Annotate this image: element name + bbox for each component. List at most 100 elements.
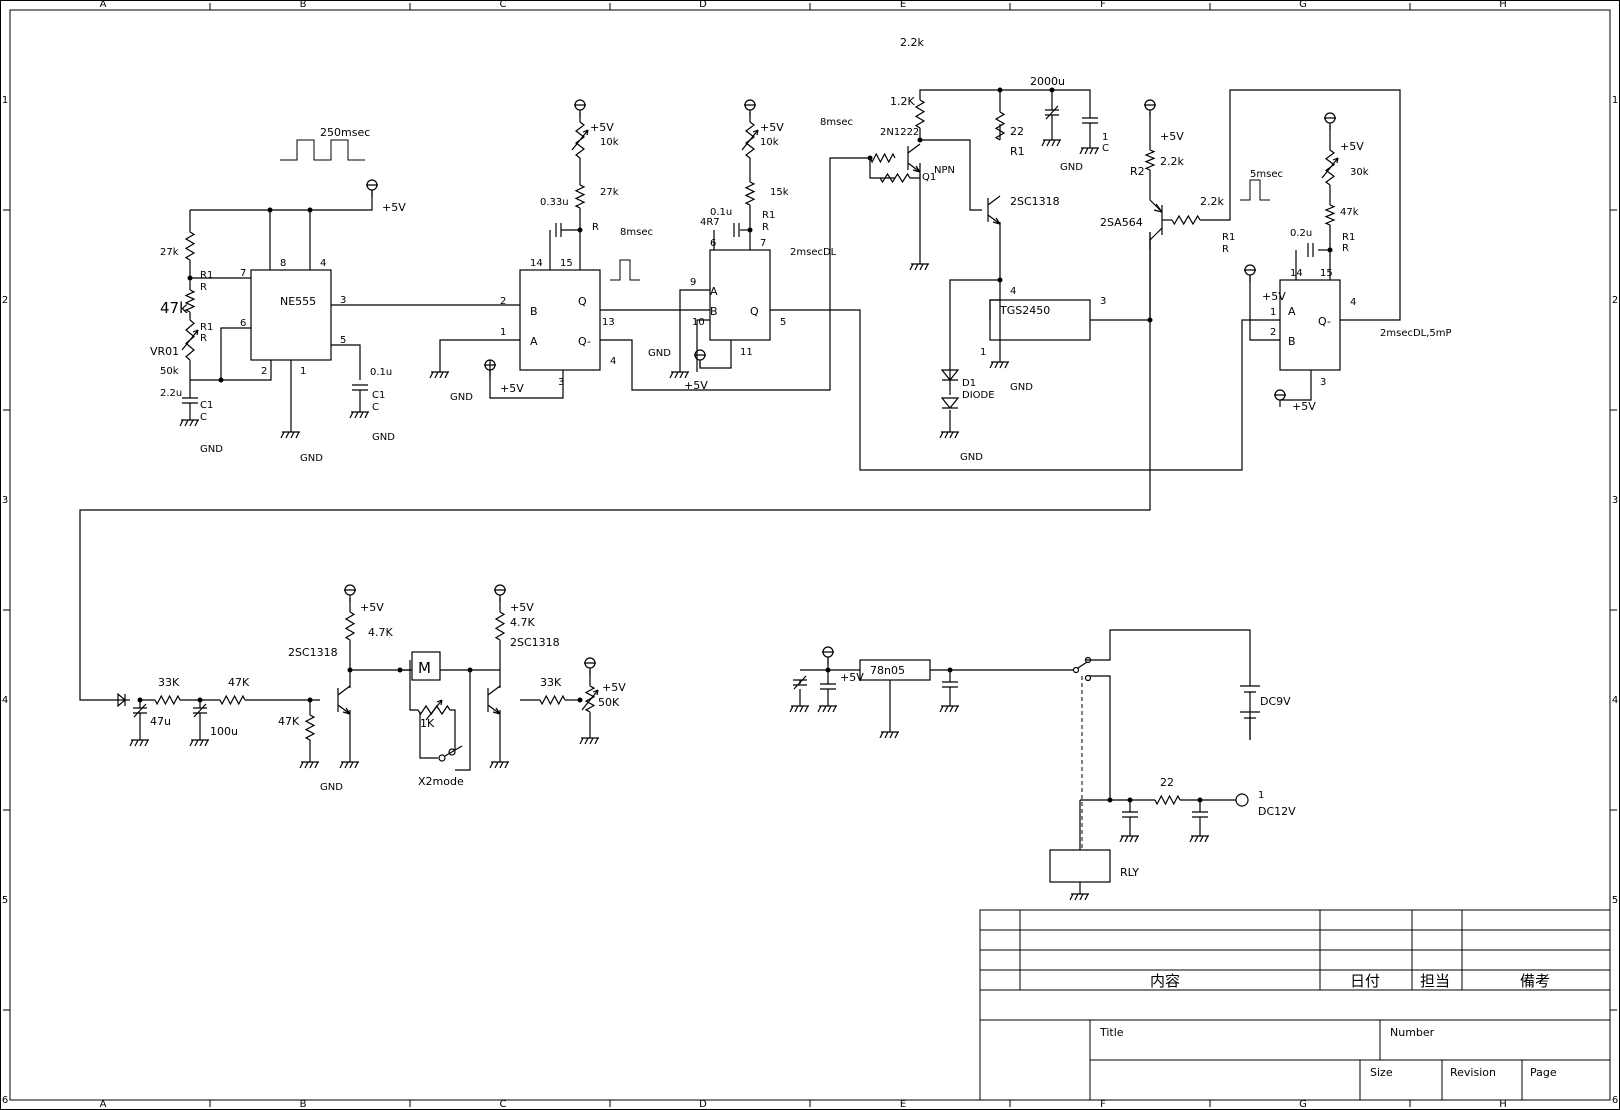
label-4-7k: 4.7K xyxy=(510,616,535,629)
ground-symbol xyxy=(179,419,199,427)
transistor-arrow xyxy=(1153,203,1163,213)
label-2sc1318: 2SC1318 xyxy=(1010,195,1060,208)
label-dc12v: DC12V xyxy=(1258,805,1296,818)
label-gnd: GND xyxy=(372,432,395,443)
label-0-1u: 0.1u xyxy=(710,207,732,218)
label-gnd: GND xyxy=(320,782,343,793)
pin-label: 14 xyxy=(1290,268,1303,279)
ground-symbol xyxy=(189,739,209,747)
junction-dot xyxy=(1127,797,1133,803)
resistor-47k xyxy=(219,694,246,706)
power-terminal-stem xyxy=(1274,394,1286,407)
diode-d1 xyxy=(940,369,960,381)
ne555-chip xyxy=(250,269,332,361)
label-47k: 47k xyxy=(160,299,188,317)
pin-label: 1 xyxy=(300,366,306,377)
title-block-number: Number xyxy=(1390,1026,1435,1039)
power-terminal-stem xyxy=(694,354,706,367)
grid-column-label: F xyxy=(1100,0,1106,10)
label-2n1222: 2N1222 xyxy=(880,127,919,138)
grid-column-label: E xyxy=(900,1099,906,1110)
resistor-33k xyxy=(154,694,181,706)
pin-label: 1 xyxy=(1270,307,1276,318)
ground-symbol xyxy=(1189,835,1209,843)
pin-name: Q- xyxy=(578,335,591,348)
pin-label: 6 xyxy=(240,318,246,329)
ground-symbol xyxy=(349,411,369,419)
label-2msecdl-5mp: 2msecDL,5mP xyxy=(1380,328,1452,339)
capacitor-0-1u xyxy=(733,223,740,237)
title-block-size: Size xyxy=(1370,1066,1393,1079)
pin-label: 15 xyxy=(1320,268,1333,279)
ground-symbol xyxy=(579,737,599,745)
pot-50k xyxy=(584,685,596,713)
label-5v: +5V xyxy=(1160,130,1184,143)
label-c1: C1 xyxy=(372,390,385,401)
label-50k: 50K xyxy=(598,696,620,709)
grid-column-label: D xyxy=(699,1099,707,1110)
pot-arrow xyxy=(1321,157,1339,179)
pin-label: 4 xyxy=(1350,297,1356,308)
label-dc9v: DC9V xyxy=(1260,695,1291,708)
pin-label: 14 xyxy=(530,258,543,269)
label-33k: 33K xyxy=(540,676,562,689)
label-r: R xyxy=(1342,243,1349,254)
label-5v: +5V xyxy=(360,601,384,614)
pin-name: A xyxy=(530,335,538,348)
label-1: 1 xyxy=(1258,790,1264,801)
power-terminal-stem xyxy=(344,589,356,602)
grid-row-label: 6 xyxy=(2,1095,8,1106)
junction-dot xyxy=(218,377,224,383)
label-r1: R1 xyxy=(1342,232,1355,243)
switch-contact xyxy=(448,748,456,756)
power-terminal-stem xyxy=(1324,117,1336,130)
title-block-title: Title xyxy=(1099,1026,1124,1039)
resistor-47k xyxy=(1324,204,1336,226)
tgs2450-sensor xyxy=(989,299,1091,341)
power-terminal-stem xyxy=(584,662,596,675)
ground-symbol xyxy=(939,705,959,713)
pin-label: 4 xyxy=(1010,286,1016,297)
label-c: C xyxy=(200,412,207,423)
grid-row-label: 1 xyxy=(2,95,8,106)
power-terminal-stem xyxy=(366,184,378,197)
label-5v: +5V xyxy=(382,201,406,214)
label-30k: 30k xyxy=(1350,167,1369,178)
motor-box xyxy=(411,651,441,681)
transistor-2sc1318 xyxy=(487,685,501,715)
junction-dot xyxy=(347,667,353,673)
label-5v: +5V xyxy=(1292,400,1316,413)
junction-dot xyxy=(1327,247,1333,253)
label-0-2u: 0.2u xyxy=(1290,228,1312,239)
label-100u: 100u xyxy=(210,725,238,738)
label-c: C xyxy=(1102,143,1109,154)
label-47k: 47k xyxy=(1340,207,1359,218)
label-r: R xyxy=(592,222,599,233)
label-r1: R1 xyxy=(1222,232,1235,243)
label-2sc1318: 2SC1318 xyxy=(288,646,338,659)
ground-symbol xyxy=(1079,147,1099,155)
label-r1: R1 xyxy=(762,210,775,221)
ground-symbol xyxy=(879,731,899,739)
label-q1: Q1 xyxy=(922,172,936,183)
capacitor-2-2u xyxy=(182,397,198,404)
capacitor-0-2u xyxy=(1307,243,1314,257)
pot-arrow xyxy=(741,129,759,151)
pot-arrow xyxy=(181,329,199,351)
grid-column-label: F xyxy=(1100,1099,1106,1110)
resistor-27k xyxy=(574,184,586,209)
label-1-2k: 1.2K xyxy=(890,95,915,108)
diode-input xyxy=(117,692,126,708)
label-npn: NPN xyxy=(934,165,955,176)
pin-label: 2 xyxy=(261,366,267,377)
resistor-27k xyxy=(184,231,196,261)
ground-symbol xyxy=(129,739,149,747)
pulse-waveform xyxy=(610,259,640,281)
label-2-2k-top: 2.2k xyxy=(900,36,924,49)
capacitor-filter xyxy=(1192,811,1208,818)
label-2000u: 2000u xyxy=(1030,75,1065,88)
relay-contact xyxy=(1072,666,1080,674)
grid-row-label: 4 xyxy=(2,695,8,706)
label-diode: DIODE xyxy=(962,390,995,401)
label-ne555: NE555 xyxy=(280,295,316,308)
